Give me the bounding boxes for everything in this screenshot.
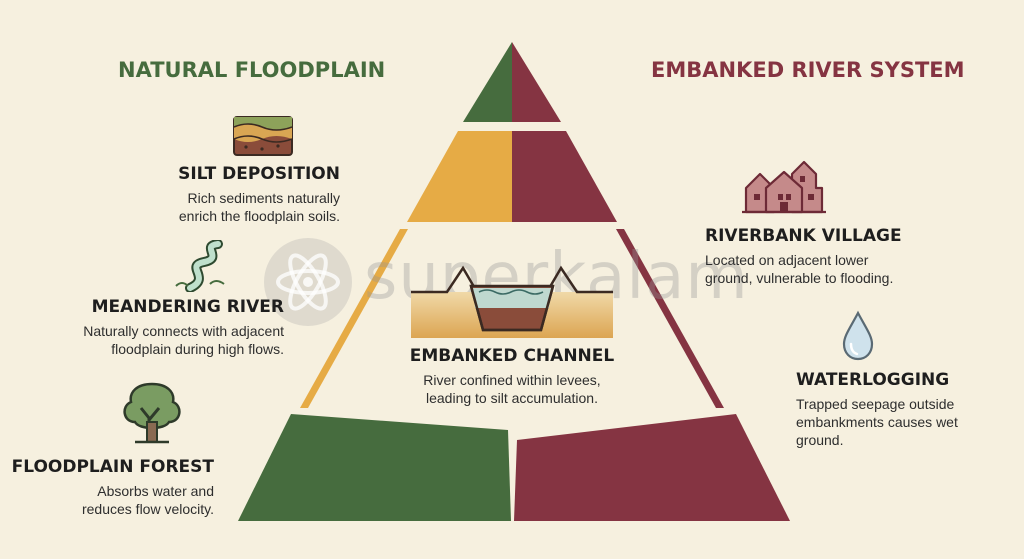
waterlogging-description: Trapped seepage outside embankments caus… xyxy=(796,396,958,448)
soil-layers-icon xyxy=(233,116,293,156)
pyramid-upper-right xyxy=(512,131,617,222)
pyramid-base-right xyxy=(514,414,790,521)
meandering-river-icon xyxy=(175,240,225,292)
silt-deposition-label: SILT DEPOSITION xyxy=(178,164,340,184)
silt-deposition-description: Rich sediments naturally enrich the floo… xyxy=(178,190,340,224)
embanked-channel-label: EMBANKED CHANNEL xyxy=(409,346,615,366)
meandering-river-description: Naturally connects with adjacent floodpl… xyxy=(83,323,284,357)
pyramid-base-left xyxy=(238,414,511,521)
village-houses-icon xyxy=(742,160,826,214)
pyramid-top-left xyxy=(463,42,512,122)
meandering-river-label: MEANDERING RIVER xyxy=(91,297,284,317)
watermark xyxy=(262,236,354,328)
embanked-channel-description: River confined within levees, leading to… xyxy=(423,372,601,406)
riverbank-village-label: RIVERBANK VILLAGE xyxy=(705,226,902,246)
riverbank-village-description: Located on adjacent lower ground, vulner… xyxy=(705,252,894,286)
embanked-channel-icon xyxy=(411,265,613,338)
waterlogging-label: WATERLOGGING xyxy=(796,370,950,390)
pyramid-middle-right-edge xyxy=(616,229,724,408)
natural-floodplain-title: NATURAL FLOODPLAIN xyxy=(118,58,386,82)
embanked-river-title: EMBANKED RIVER SYSTEM xyxy=(651,58,965,82)
tree-icon xyxy=(123,382,181,444)
floodplain-forest-label: FLOODPLAIN FOREST xyxy=(11,457,214,477)
floodplain-forest-description: Absorbs water and reduces flow velocity. xyxy=(81,483,214,517)
pyramid-upper-left xyxy=(407,131,512,222)
atom-logo-icon xyxy=(264,238,352,326)
pyramid-middle-left-edge xyxy=(300,229,408,408)
water-drop-icon xyxy=(842,310,874,361)
pyramid-top-right xyxy=(512,42,561,122)
